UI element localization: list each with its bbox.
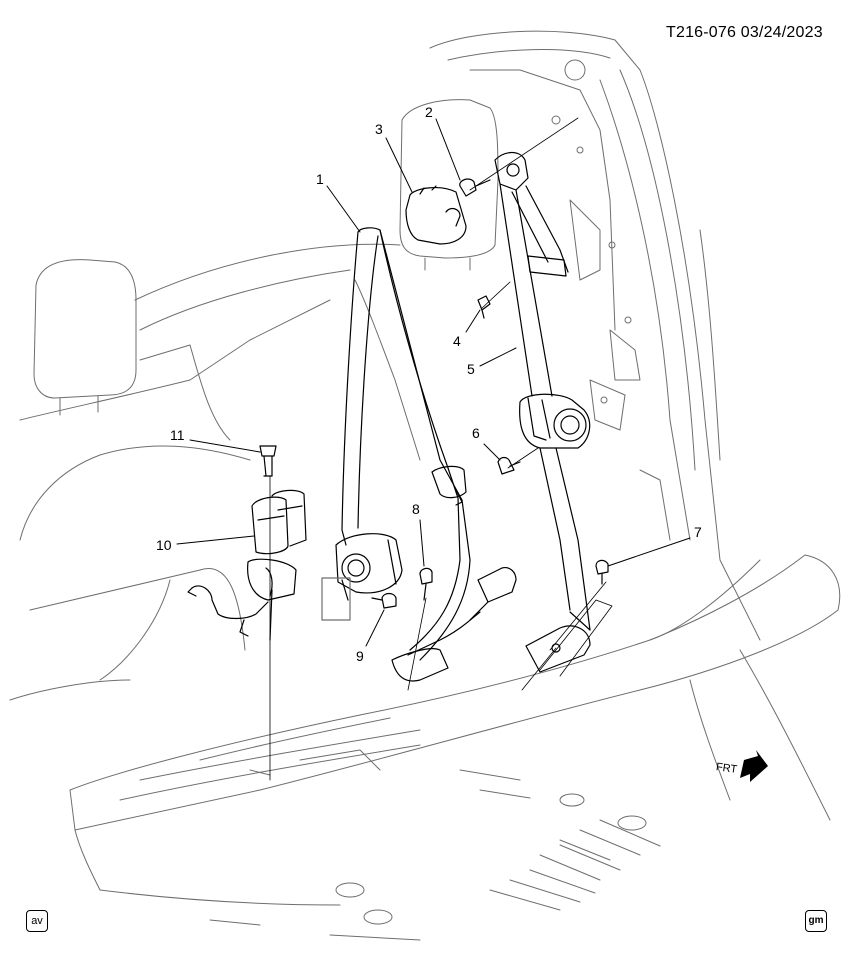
leader-lines xyxy=(176,118,691,647)
leader-4 xyxy=(465,309,481,333)
alignment-lines xyxy=(269,117,613,781)
callout-6: 6 xyxy=(472,425,480,441)
part-10-buckle-assembly xyxy=(187,489,307,641)
leader-6 xyxy=(483,443,501,461)
leader-7 xyxy=(607,537,691,567)
bolt-6 xyxy=(497,456,521,475)
callout-7: 7 xyxy=(694,524,702,540)
source-badge-av: av xyxy=(26,910,48,932)
callout-1: 1 xyxy=(316,171,324,187)
callout-4: 4 xyxy=(453,333,461,349)
leader-1 xyxy=(326,185,361,233)
leader-3 xyxy=(385,137,413,193)
leader-11 xyxy=(189,439,261,453)
callout-9: 9 xyxy=(356,648,364,664)
leader-2 xyxy=(435,118,461,181)
bolt-8 xyxy=(419,567,433,601)
leader-8 xyxy=(419,519,425,567)
bolt-11 xyxy=(259,445,277,477)
body-structure xyxy=(9,30,841,941)
leader-9 xyxy=(365,609,385,647)
callout-11: 11 xyxy=(170,427,185,443)
leader-10 xyxy=(176,535,255,545)
gm-logo-icon: gm xyxy=(805,910,827,932)
front-direction-arrow-icon: FRT xyxy=(715,750,768,782)
part-1-belt-webbing xyxy=(321,227,517,682)
bolt-4 xyxy=(477,295,491,319)
callout-5: 5 xyxy=(467,361,475,377)
part-5-belt-retractor xyxy=(494,151,591,673)
bolt-7 xyxy=(595,559,609,585)
callout-3: 3 xyxy=(375,121,383,137)
callout-10: 10 xyxy=(156,537,172,553)
front-direction-label: FRT xyxy=(715,761,738,776)
document-id: T216-076 03/24/2023 xyxy=(666,24,823,41)
callout-2: 2 xyxy=(425,104,433,120)
leader-5 xyxy=(479,347,517,367)
callout-labels: 1 2 3 4 5 6 7 8 9 10 11 xyxy=(156,104,702,664)
callout-8: 8 xyxy=(412,501,420,517)
bolt-9 xyxy=(371,592,397,609)
bolt-2 xyxy=(459,178,491,197)
part-3-trim-cover xyxy=(405,185,467,245)
